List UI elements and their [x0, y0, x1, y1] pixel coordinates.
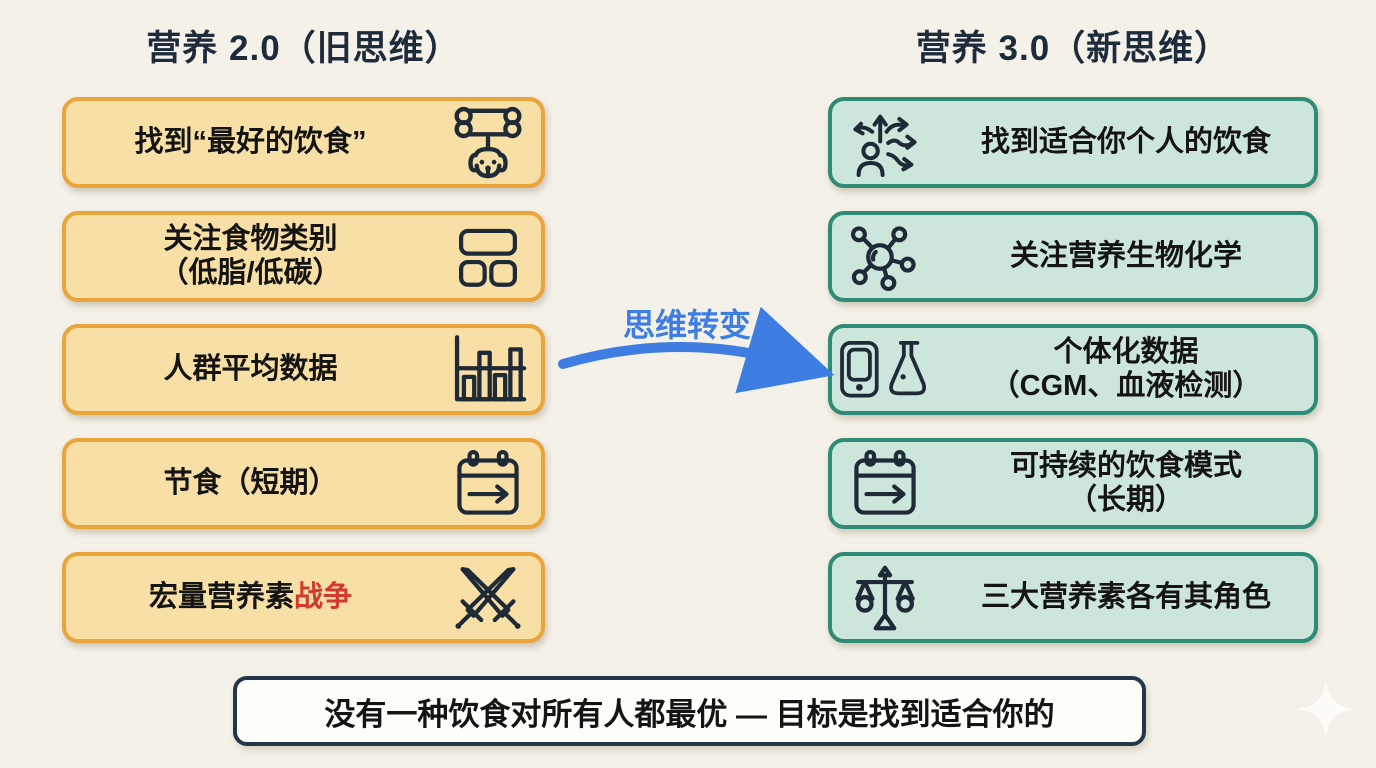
old-box-short-term-diet: 节食（短期）	[62, 438, 545, 529]
old-box-food-categories: 关注食物类别 （低脂/低碳）	[62, 211, 545, 302]
label-line2: （CGM、血液检测）	[990, 369, 1262, 402]
new-box-biochemistry-label: 关注营养生物化学	[1009, 239, 1242, 272]
old-box-food-categories-label: 关注食物类别 （低脂/低碳）	[66, 223, 435, 290]
mindset-shift-label: 思维转变	[622, 307, 751, 343]
crossed-swords-icon	[435, 559, 541, 637]
label-line2: （长期）	[1067, 483, 1184, 516]
molecule-icon	[832, 218, 938, 296]
sparkle-icon	[1297, 680, 1355, 738]
label-line1: 可持续的饮食模式	[1009, 450, 1242, 483]
new-box-sustainable-pattern-label: 可持续的饮食模式 （长期）	[938, 450, 1314, 517]
new-box-personal-diet-label: 找到适合你个人的饮食	[980, 125, 1271, 158]
old-box-macro-wars: 宏量营养素战争	[62, 552, 545, 643]
old-mindset-title: 营养 2.0（旧思维）	[146, 29, 461, 68]
old-box-macro-wars-label: 宏量营养素战争	[66, 581, 435, 614]
old-box-best-diet-label: 找到“最好的饮食”	[134, 125, 367, 158]
label-line2: （低脂/低碳）	[159, 256, 342, 289]
new-box-individual-data-label: 个体化数据 （CGM、血液检测）	[938, 336, 1314, 403]
personal-paths-icon	[832, 103, 938, 183]
new-box-biochemistry: 关注营养生物化学	[828, 211, 1318, 302]
old-box-population-data: 人群平均数据	[62, 324, 545, 415]
calendar-short-term-icon	[435, 444, 541, 524]
balance-scale-icon	[832, 559, 938, 637]
new-box-macro-roles: 三大营养素各有其角色	[828, 552, 1318, 643]
calendar-long-term-icon	[832, 444, 938, 524]
new-box-personal-diet: 找到适合你个人的饮食	[828, 97, 1318, 188]
bar-chart-icon	[435, 330, 541, 410]
footer-summary-box: 没有一种饮食对所有人都最优 — 目标是找到适合你的	[233, 676, 1146, 746]
new-box-macro-roles-label: 三大营养素各有其角色	[980, 580, 1271, 613]
label-highlight-red: 战争	[294, 580, 353, 613]
food-category-grid-icon	[435, 219, 541, 295]
label-line1: 关注食物类别	[163, 223, 338, 256]
footer-summary-text: 没有一种饮食对所有人都最优 — 目标是找到适合你的	[324, 696, 1055, 732]
old-box-population-data-label: 人群平均数据	[163, 352, 338, 385]
old-box-best-diet: 找到“最好的饮食”	[62, 97, 545, 188]
old-box-short-term-diet-label: 节食（短期）	[163, 466, 338, 499]
label-line1: 个体化数据	[1053, 336, 1199, 369]
mindset-shift-arrow	[558, 306, 835, 394]
bone-dog-icon	[435, 103, 541, 183]
label-main: 宏量营养素	[148, 580, 294, 613]
new-box-individual-data: 个体化数据 （CGM、血液检测）	[828, 324, 1318, 415]
new-box-sustainable-pattern: 可持续的饮食模式 （长期）	[828, 438, 1318, 529]
cgm-flask-icon	[832, 332, 938, 408]
new-mindset-title: 营养 3.0（新思维）	[915, 29, 1231, 68]
